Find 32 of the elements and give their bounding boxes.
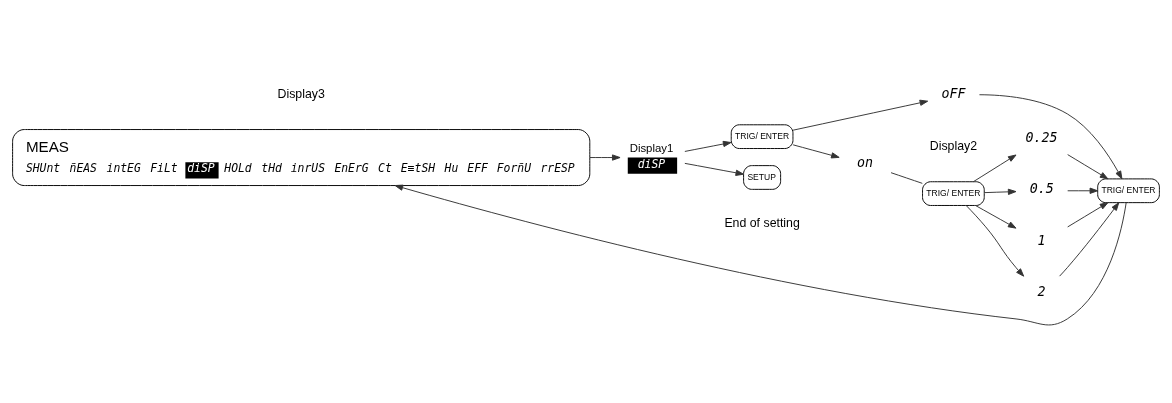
- arrow: [684, 162, 745, 176]
- node-text: 0.25: [1025, 130, 1058, 146]
- connector: [890, 172, 923, 184]
- arrow: [1067, 154, 1109, 180]
- node-box: TRIG/ ENTER: [922, 181, 985, 206]
- node-label: End of setting: [724, 216, 800, 231]
- node-label: Display1: [629, 142, 674, 155]
- node-text: 1: [1037, 232, 1046, 248]
- node-text: 0.5: [1029, 181, 1054, 197]
- arrow: [792, 144, 840, 159]
- arrow: [394, 184, 1127, 326]
- arrow: [975, 205, 1017, 229]
- node-text: 2: [1037, 283, 1046, 299]
- node-label: Display2: [929, 139, 978, 154]
- node-text: on: [857, 154, 874, 170]
- node-box: TRIG/ ENTER: [730, 124, 794, 149]
- arrow: [1067, 202, 1109, 228]
- node-box: MEAS SHUnt ñEAS intEG FiLt diSP HOLd tHd inrUS EnErG Ct E≡tSH Hu EFF ForñU rrESP: [12, 129, 591, 187]
- node-text: oFF: [941, 86, 966, 102]
- arrow: [684, 140, 732, 152]
- node-box: SETUP: [743, 165, 782, 190]
- arrow: [1067, 187, 1099, 194]
- arrow: [973, 154, 1017, 183]
- node-box: TRIG/ ENTER: [1097, 178, 1160, 204]
- arrow: [983, 188, 1017, 195]
- node-box: diSP: [627, 157, 678, 174]
- arrow: [1059, 202, 1120, 277]
- label: Display3: [277, 87, 325, 102]
- arrow: [792, 99, 929, 131]
- arrow: [978, 94, 1123, 180]
- arrow: [589, 154, 621, 161]
- arrow: [965, 205, 1025, 277]
